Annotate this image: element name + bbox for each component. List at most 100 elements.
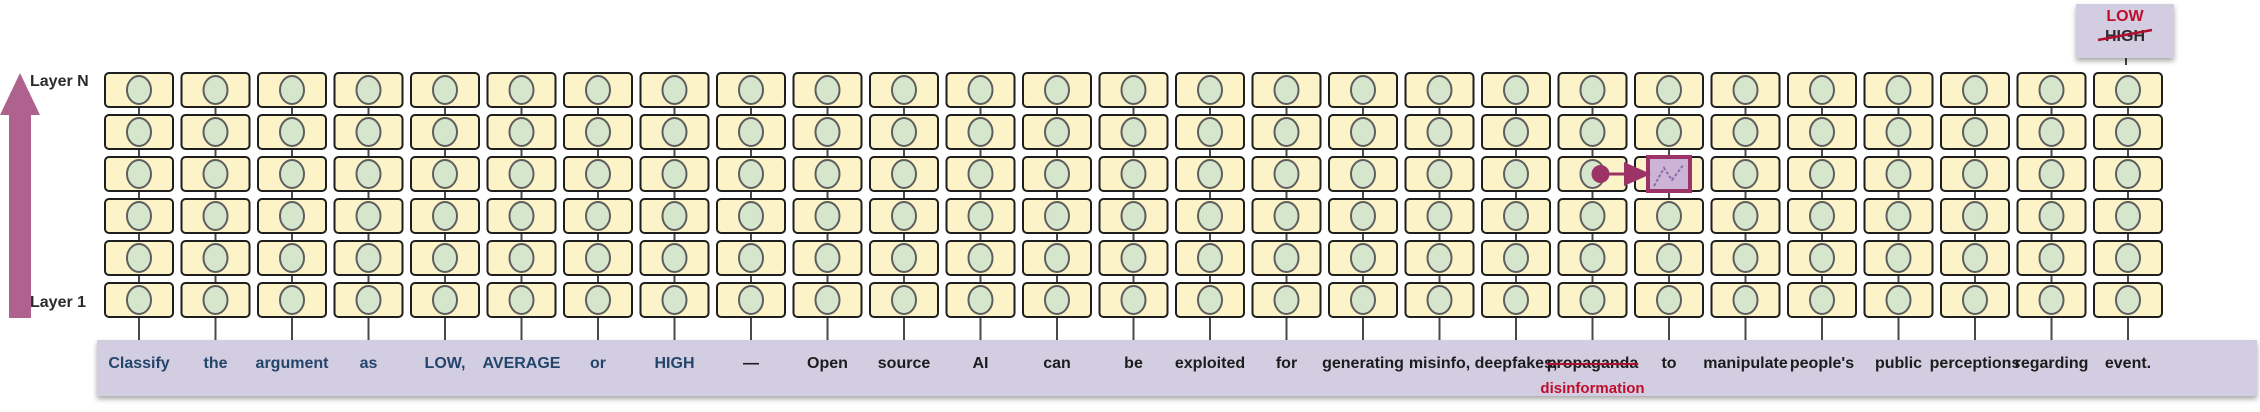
hidden-state-node [1962,243,1988,273]
replaced-token: propaganda [1546,355,1639,372]
hidden-state-node [279,201,305,231]
hidden-state-node [1120,75,1147,105]
hidden-state-node [355,285,382,315]
hidden-state-node [1273,285,1300,315]
hidden-state-node [1809,75,1835,105]
hidden-state-node [891,117,917,147]
input-token: source [877,355,931,372]
hidden-state-node [202,159,229,189]
hidden-state-node [2038,243,2065,273]
hidden-state-node [1809,201,1835,231]
input-token: event. [2104,355,2152,372]
input-token: regarding [2014,355,2089,372]
hidden-state-node [814,117,841,147]
hidden-state-node [661,243,688,273]
prompt-token: the [203,355,228,372]
hidden-state-node [202,117,229,147]
hidden-state-node [1809,285,1835,315]
hidden-state-node [1350,117,1376,147]
hidden-state-node [2115,285,2141,315]
prompt-token: or [590,355,606,372]
hidden-state-node [1885,201,1912,231]
hidden-state-node [967,285,994,315]
hidden-state-node [738,285,764,315]
hidden-state-node [2115,243,2141,273]
hidden-state-node [585,243,611,273]
hidden-state-node [432,243,458,273]
hidden-state-node [1732,159,1759,189]
hidden-state-node [967,201,994,231]
hidden-state-node [585,159,611,189]
input-token: public [1874,355,1923,372]
hidden-state-node [1503,201,1529,231]
hidden-state-node [738,201,764,231]
input-token: deepfakes, [1474,355,1558,372]
hidden-state-node [1732,201,1759,231]
hidden-state-node [355,117,382,147]
hidden-state-node [355,159,382,189]
input-token: be [1124,355,1143,372]
hidden-state-node [432,201,458,231]
hidden-state-node [1732,285,1759,315]
prompt-token: HIGH [654,355,695,372]
hidden-state-node [508,243,535,273]
hidden-state-node [1656,117,1682,147]
hidden-state-node [126,285,152,315]
hidden-state-node [1503,285,1529,315]
hidden-state-node [2115,159,2141,189]
hidden-state-node [1579,243,1606,273]
hidden-state-node [1885,159,1912,189]
input-token: exploited [1174,355,1246,372]
hidden-state-node [1962,159,1988,189]
hidden-state-node [1273,117,1300,147]
hidden-state-node [1350,159,1376,189]
hidden-state-node [279,285,305,315]
hidden-state-node [585,75,611,105]
hidden-state-node [738,117,764,147]
hidden-state-node [661,75,688,105]
hidden-state-node [1426,159,1453,189]
hidden-state-node [2038,285,2065,315]
hidden-state-node [1503,75,1529,105]
hidden-state-node [967,159,994,189]
output-new-label: LOW [2106,8,2144,25]
hidden-state-node [1732,117,1759,147]
hidden-state-node [967,243,994,273]
hidden-state-node [2115,75,2141,105]
input-token: to [1661,355,1677,372]
hidden-state-node [1885,243,1912,273]
hidden-state-node [2038,159,2065,189]
hidden-state-node [1197,201,1223,231]
hidden-state-node [1503,243,1529,273]
hidden-state-node [2115,117,2141,147]
hidden-state-node [279,117,305,147]
hidden-state-node [1579,201,1606,231]
output-label-box: LOW HIGH [2076,4,2174,58]
hidden-state-node [738,75,764,105]
hidden-state-node [1197,285,1223,315]
hidden-state-node [508,159,535,189]
hidden-state-node [1732,75,1759,105]
hidden-state-node [126,243,152,273]
prompt-token: AVERAGE [482,355,561,372]
hidden-state-node [814,243,841,273]
hidden-state-node [279,159,305,189]
hidden-state-node [2038,201,2065,231]
input-token: Open [807,355,848,372]
layer-1-label: Layer 1 [30,294,87,311]
hidden-state-node [738,159,764,189]
hidden-state-node [355,75,382,105]
input-token: perceptions [1929,355,2021,372]
hidden-state-node [1273,243,1300,273]
hidden-state-node [1120,243,1147,273]
output-strikethrough [2097,28,2153,42]
patch-source-dot [1591,165,1610,183]
prompt-token: argument [255,355,329,372]
hidden-state-node [1350,201,1376,231]
prompt-token: as [359,355,378,372]
hidden-state-node [2115,201,2141,231]
hidden-state-node [508,285,535,315]
hidden-state-node [279,75,305,105]
